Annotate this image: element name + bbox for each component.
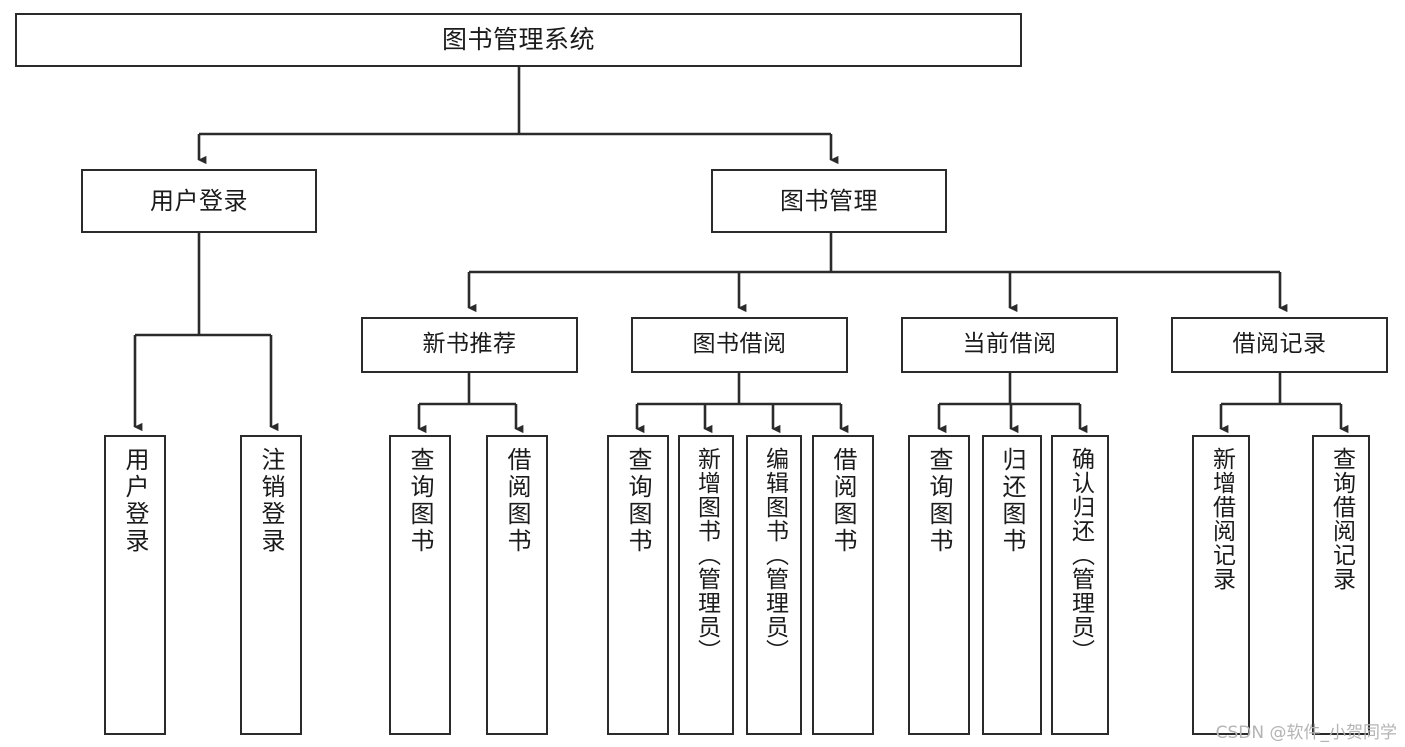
leaf-user-login[interactable]: 用户登录 bbox=[104, 435, 166, 735]
leaf-borrow-book-recommend[interactable]: 借阅图书 bbox=[486, 435, 548, 735]
leaf-query-book-borrow[interactable]: 查询图书 bbox=[607, 435, 669, 735]
node-label: 查询图书 bbox=[624, 447, 652, 555]
node-new-book-recommend[interactable]: 新书推荐 bbox=[361, 317, 578, 373]
leaf-query-book-current[interactable]: 查询图书 bbox=[908, 435, 970, 735]
node-label: 用户登录 bbox=[150, 186, 248, 215]
node-current-borrow[interactable]: 当前借阅 bbox=[901, 317, 1118, 373]
node-label: 借阅记录 bbox=[1232, 331, 1327, 358]
leaf-add-book-admin[interactable]: 新增图书（管理员） bbox=[678, 435, 734, 735]
node-label: 查询借阅记录 bbox=[1328, 447, 1355, 591]
node-borrow-record[interactable]: 借阅记录 bbox=[1171, 317, 1388, 373]
leaf-edit-book-admin[interactable]: 编辑图书（管理员） bbox=[746, 435, 802, 735]
node-label: 借阅图书 bbox=[829, 447, 857, 555]
leaf-return-book[interactable]: 归还图书 bbox=[982, 435, 1042, 735]
node-label: 新书推荐 bbox=[422, 331, 517, 358]
node-label: 新增图书（管理员） bbox=[693, 447, 720, 663]
node-book-borrow[interactable]: 图书借阅 bbox=[631, 317, 848, 373]
leaf-query-borrow-record[interactable]: 查询借阅记录 bbox=[1312, 435, 1370, 735]
node-label: 归还图书 bbox=[998, 447, 1026, 555]
leaf-add-borrow-record[interactable]: 新增借阅记录 bbox=[1192, 435, 1250, 735]
node-label: 注销登录 bbox=[257, 447, 285, 555]
node-label: 借阅图书 bbox=[503, 447, 531, 555]
node-label: 查询图书 bbox=[925, 447, 953, 555]
leaf-confirm-return-admin[interactable]: 确认归还（管理员） bbox=[1051, 435, 1109, 735]
node-book-management[interactable]: 图书管理 bbox=[711, 169, 947, 233]
leaf-borrow-book[interactable]: 借阅图书 bbox=[812, 435, 874, 735]
node-label: 图书管理系统 bbox=[441, 25, 595, 54]
leaf-user-logout[interactable]: 注销登录 bbox=[240, 435, 302, 735]
leaf-query-book-recommend[interactable]: 查询图书 bbox=[389, 435, 451, 735]
node-label: 当前借阅 bbox=[962, 331, 1057, 358]
node-book-management-system[interactable]: 图书管理系统 bbox=[15, 13, 1022, 67]
csdn-watermark: CSDN @软件_小贺同学 bbox=[1215, 723, 1397, 743]
node-user-login[interactable]: 用户登录 bbox=[81, 169, 317, 233]
node-label: 图书管理 bbox=[780, 186, 878, 215]
node-label: 编辑图书（管理员） bbox=[761, 447, 788, 663]
node-label: 新增借阅记录 bbox=[1208, 447, 1235, 591]
node-label: 确认归还（管理员） bbox=[1067, 447, 1094, 663]
node-label: 查询图书 bbox=[406, 447, 434, 555]
node-label: 图书借阅 bbox=[692, 331, 787, 358]
node-label: 用户登录 bbox=[121, 447, 149, 555]
